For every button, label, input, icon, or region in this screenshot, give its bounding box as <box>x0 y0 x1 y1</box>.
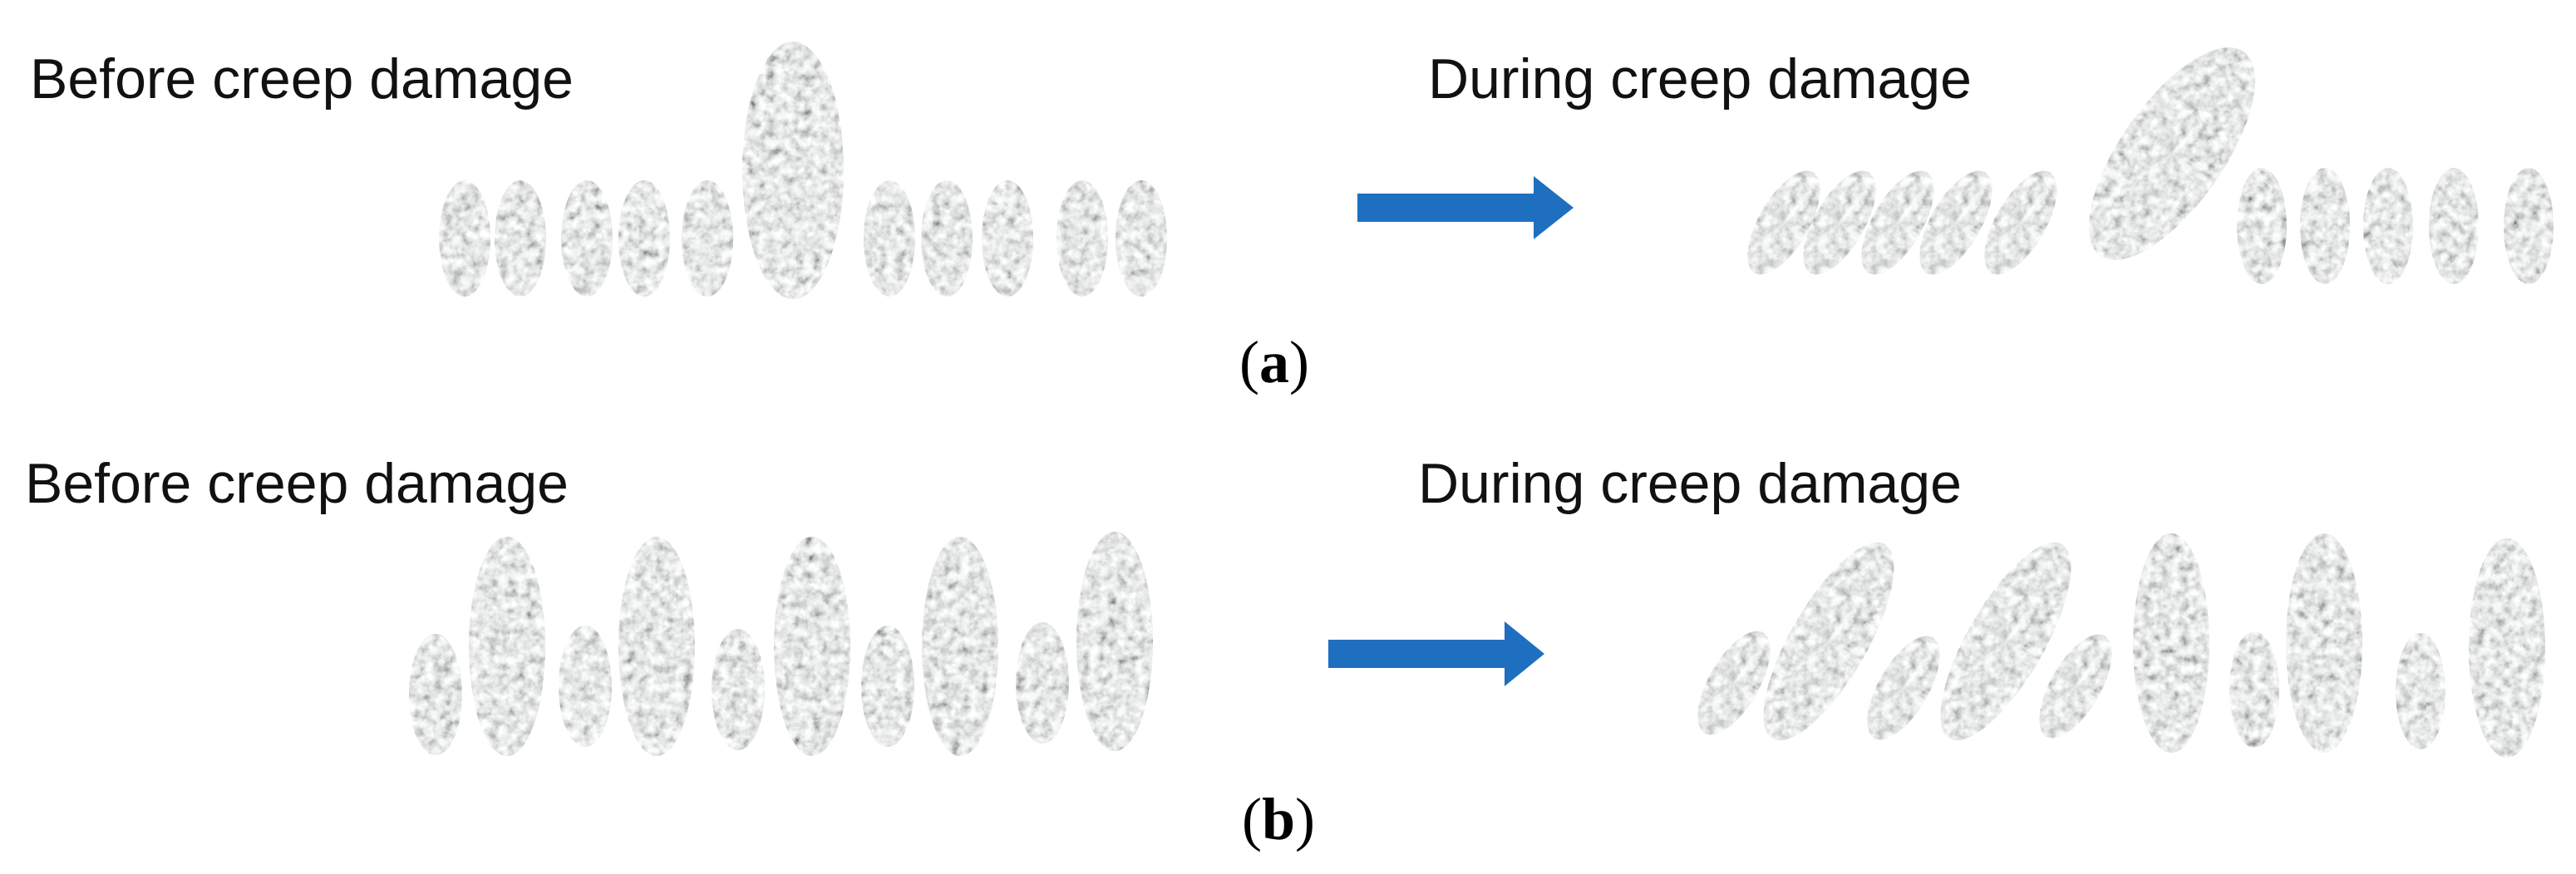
tilted-grain-icon <box>1747 170 1820 275</box>
large-grain-icon <box>1076 532 1153 751</box>
grain-icon <box>2429 168 2479 284</box>
large-grain-icon <box>922 537 998 756</box>
grain-icon <box>2229 631 2279 748</box>
right-arrow-icon <box>1328 621 1544 686</box>
panel-b-before-label: Before creep damage <box>25 452 569 515</box>
panel-b-during-label: During creep damage <box>1418 452 1962 515</box>
grain-icon <box>982 180 1033 297</box>
tilted-grain-icon <box>1697 631 1771 735</box>
large-grain-icon <box>618 537 695 756</box>
grain-icon <box>618 180 670 297</box>
large-tilted-grain-icon <box>1763 542 1894 741</box>
panel-a-before-label: Before creep damage <box>30 47 574 110</box>
grain-icon <box>1057 180 1108 297</box>
panel-a-during-grains <box>1747 47 2554 284</box>
grain-icon <box>712 629 765 750</box>
tilted-grain-icon <box>1861 170 1934 275</box>
grain-icon <box>561 180 613 297</box>
grain-icon <box>2504 168 2554 284</box>
grain-icon <box>439 180 490 297</box>
grain-icon <box>2300 168 2350 284</box>
panel-a-caption: (a) <box>1239 329 1309 395</box>
large-grain-icon <box>469 537 545 756</box>
large-grain-icon <box>2133 533 2209 753</box>
panel-b: Before creep damage During creep damage <box>25 452 2545 852</box>
large-grain-icon <box>2469 538 2545 758</box>
panel-b-caption: (b) <box>1242 786 1315 852</box>
right-arrow-icon <box>1357 176 1574 239</box>
large-grain-icon <box>774 537 850 756</box>
grain-icon <box>861 626 914 747</box>
panel-b-during-grains <box>1697 533 2545 758</box>
large-tilted-grain-icon <box>1940 542 2071 741</box>
grain-icon <box>2237 168 2287 284</box>
tilted-grain-icon <box>1984 170 2057 275</box>
large-tilted-grain-icon <box>2089 47 2255 260</box>
tilted-grain-icon <box>1867 636 1940 740</box>
panel-a: Before creep damage During creep damage <box>30 42 2554 395</box>
grain-icon <box>495 180 546 297</box>
large-grain-icon <box>742 42 844 299</box>
grain-icon <box>864 180 915 297</box>
panel-b-before-grains <box>409 532 1153 756</box>
panel-a-during-label: During creep damage <box>1428 47 1972 110</box>
grain-icon <box>409 634 462 755</box>
grain-icon <box>2363 168 2413 284</box>
large-grain-icon <box>2286 533 2362 753</box>
grain-icon <box>1116 180 1167 297</box>
grain-icon <box>2396 633 2445 749</box>
grain-icon <box>1016 622 1069 744</box>
tilted-grain-icon <box>1803 170 1876 275</box>
tilted-grain-icon <box>2039 634 2112 739</box>
grain-icon <box>682 180 733 297</box>
grain-icon <box>559 626 612 747</box>
panel-a-before-grains <box>439 42 1167 299</box>
tilted-grain-icon <box>1919 170 1992 275</box>
grain-icon <box>921 180 973 297</box>
